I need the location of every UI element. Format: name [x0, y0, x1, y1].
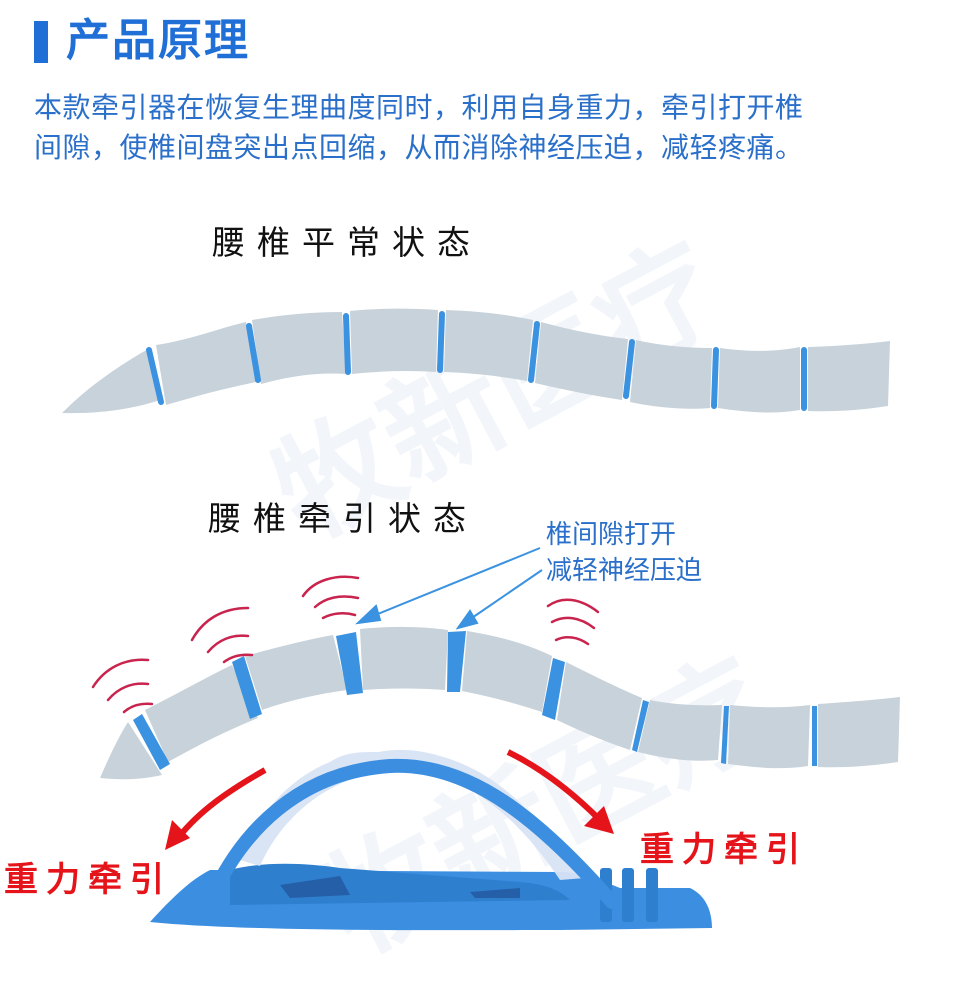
page-title: 产品原理: [66, 15, 250, 66]
disc-gap-callout: 椎间隙打开 减轻神经压迫: [546, 517, 702, 589]
traction-discs: [133, 631, 817, 770]
lumbar-stretcher-device: [150, 749, 712, 931]
gravity-label-right: 重力牵引: [640, 830, 808, 870]
title-accent-bar: [34, 21, 48, 63]
callout-arrows: [355, 547, 543, 630]
description-line-1: 本款牵引器在恢复生理曲度同时，利用自身重力，牵引打开椎: [34, 91, 804, 124]
traction-state-label: 腰椎牵引状态: [208, 499, 478, 538]
normal-spine: [62, 308, 890, 414]
description-line-2: 间隙，使椎间盘突出点回缩，从而消除神经压迫，减轻疼痛。: [34, 131, 804, 164]
description: 本款牵引器在恢复生理曲度同时，利用自身重力，牵引打开椎 间隙，使椎间盘突出点回缩…: [34, 88, 934, 168]
vibration-mark-4: [546, 598, 600, 646]
vibration-mark-3: [301, 575, 360, 620]
normal-discs: [146, 311, 807, 411]
traction-spine: [91, 547, 900, 780]
vibration-marks: [91, 575, 600, 714]
vibration-mark-2: [190, 606, 254, 664]
gravity-arrows: [165, 749, 614, 850]
gravity-label-left: 重力牵引: [4, 860, 172, 900]
callout-line-1: 椎间隙打开: [546, 520, 677, 550]
vibration-mark-1: [91, 658, 154, 714]
callout-line-2: 减轻神经压迫: [546, 556, 703, 586]
normal-state-label: 腰椎平常状态: [212, 223, 482, 262]
